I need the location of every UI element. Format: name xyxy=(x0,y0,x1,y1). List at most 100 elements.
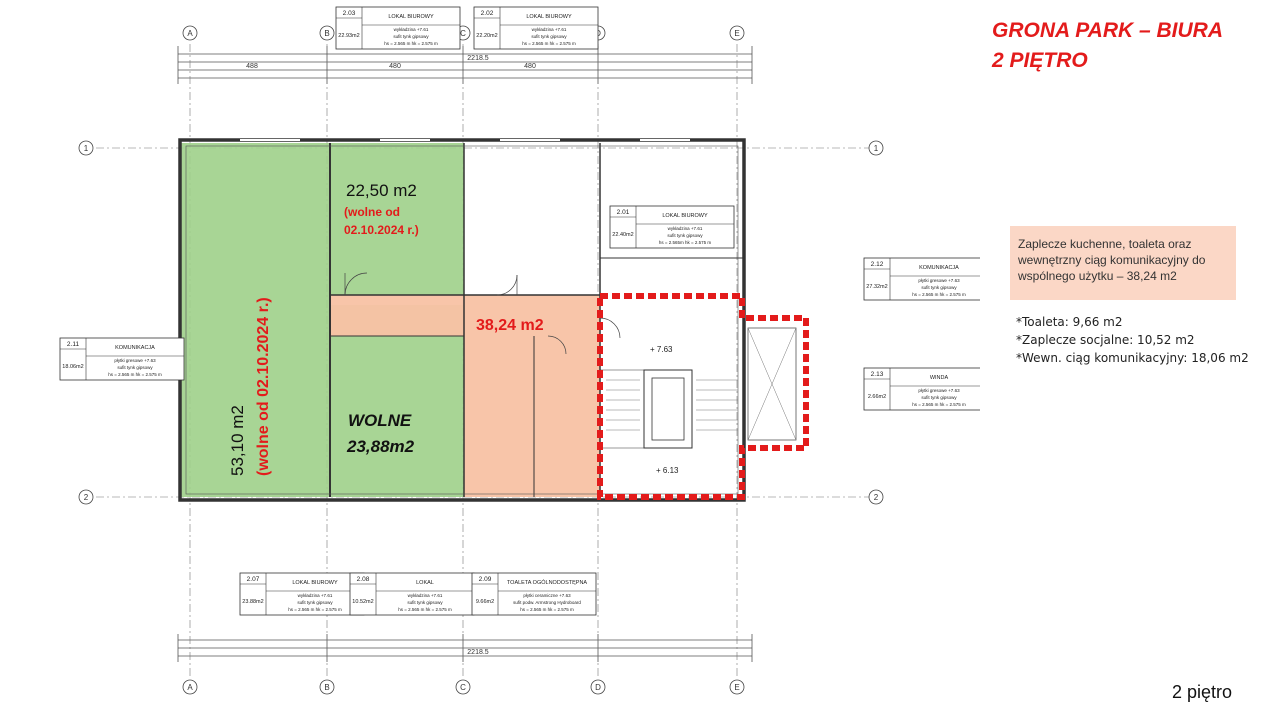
legend-box: Zaplecze kuchenne, toaleta oraz wewnętrz… xyxy=(1010,226,1236,300)
walls xyxy=(178,138,746,502)
room-table-num: 2.02 xyxy=(481,10,494,17)
bottom-dimensions xyxy=(177,634,753,662)
room-table-line1: wykładzina +7.61 xyxy=(298,593,333,598)
room-table-line3: hs = 2.565 m hk = 2.575 m xyxy=(398,607,452,612)
room-table-name: TOALETA OGÓLNODOSTĘPNA xyxy=(507,579,588,586)
room-table-line3: hs = 2.565 m hk = 2.575 m xyxy=(288,607,342,612)
room-table-area: 9.66m2 xyxy=(476,599,494,605)
room-table-num: 2.12 xyxy=(871,261,884,268)
room-table-line2: sufit tynk gipsowy xyxy=(407,600,443,605)
free-office-area: 23,88m2 xyxy=(346,437,415,456)
grid-label-e-bottom: E xyxy=(734,683,739,692)
room-table-line1: płytki gresowe +7.63 xyxy=(918,278,960,283)
room-table-line1: płytki ceramiczne +7.63 xyxy=(523,593,571,598)
room-table-line1: wykładzina +7.61 xyxy=(394,27,429,32)
grid-label-c-top: C xyxy=(460,29,466,38)
top-office-status-line2: 02.10.2024 r.) xyxy=(344,223,419,237)
grid-label-2-left: 2 xyxy=(84,493,89,502)
room-table-area: 22.20m2 xyxy=(476,33,497,39)
large-office-status: (wolne od 02.10.2024 r.) xyxy=(255,297,272,476)
room-table-name: KOMUNIKACJA xyxy=(115,345,155,351)
free-office-label: WOLNE xyxy=(348,411,412,430)
grid-label-a-top: A xyxy=(187,29,193,38)
floor-plan: 2218.5 488 480 480 2218.5 A B C D E A B … xyxy=(59,6,980,695)
grid-label-1-right: 1 xyxy=(874,144,879,153)
room-table-line1: płytki gresowe +7.63 xyxy=(114,358,156,363)
large-office-area: 53,10 m2 xyxy=(228,405,247,476)
room-table-line2: sufit tynk gipsowy xyxy=(393,34,429,39)
dim-ab-top: 488 xyxy=(246,63,258,70)
area-large-office[interactable] xyxy=(180,143,330,497)
grid-label-1-left: 1 xyxy=(84,144,89,153)
grid-label-a-bottom: A xyxy=(187,683,193,692)
room-table-line1: wykładzina +7.61 xyxy=(532,27,567,32)
room-table-num: 2.08 xyxy=(357,576,370,583)
grid-label-b-top: B xyxy=(324,29,329,38)
room-table-line2: sufit tynk gipsowy xyxy=(297,600,333,605)
top-office-status-line1: (wolne od xyxy=(344,205,400,219)
room-table-line2: sufit tynk gipsowy xyxy=(531,34,567,39)
room-table-line3: hs = 2.565m hk = 2.575 m xyxy=(659,240,712,245)
room-table-num: 2.01 xyxy=(617,209,630,216)
dim-bc-top: 480 xyxy=(389,63,401,70)
dim-total-bottom: 2218.5 xyxy=(467,649,489,656)
room-table-line2: sufit tynk gipsowy xyxy=(921,285,957,290)
area-common[interactable] xyxy=(330,295,600,497)
common-area-label: 38,24 m2 xyxy=(476,317,544,334)
room-table-name: LOKAL xyxy=(416,580,434,586)
room-table-name: WINDA xyxy=(930,375,949,381)
room-table-num: 2.03 xyxy=(343,10,356,17)
room-table-num: 2.09 xyxy=(479,576,492,583)
grid-label-2-right: 2 xyxy=(874,493,879,502)
level-marker-lower: + 6.13 xyxy=(656,466,679,475)
area-free-office[interactable] xyxy=(330,305,464,497)
room-table-line1: płytki gresowe +7.63 xyxy=(918,388,960,393)
room-table-num: 2.13 xyxy=(871,371,884,378)
level-marker-upper: + 7.63 xyxy=(650,345,673,354)
grid-label-d-bottom: D xyxy=(595,683,601,692)
room-table-area: 27.32m2 xyxy=(866,284,887,290)
page-title: GRONA PARK – BIURA xyxy=(992,19,1224,42)
room-table-line3: hs = 2.565 m hk = 2.575 m xyxy=(522,41,576,46)
room-table-line3: hs = 2.565 m hk = 2.575 m xyxy=(520,607,574,612)
room-table-name: LOKAL BIUROWY xyxy=(526,14,572,20)
area-top-office[interactable] xyxy=(330,143,464,295)
room-table-line2: sufit podw. Armstrong Hydroboard xyxy=(513,600,581,605)
room-table-area: 22.40m2 xyxy=(612,232,633,238)
room-table-line3: hs = 2.565 m hk = 2.575 m xyxy=(108,372,162,377)
note-toilet: *Toaleta: 9,66 m2 xyxy=(1016,315,1123,329)
room-table-name: LOKAL BIUROWY xyxy=(292,580,338,586)
doors xyxy=(344,272,621,355)
staircase xyxy=(606,327,797,441)
note-corridor: *Wewn. ciąg komunikacyjny: 18,06 m2 xyxy=(1016,351,1249,365)
room-table-line2: sufit tynk gipsowy xyxy=(667,233,703,238)
top-office-area: 22,50 m2 xyxy=(346,181,417,200)
room-table-2-03: 2.03 22.93m2 LOKAL BIUROWY wykładzina +7.61… xyxy=(335,6,461,50)
dim-cd-top: 480 xyxy=(524,63,536,70)
grid-label-b-bottom: B xyxy=(324,683,329,692)
room-table-num: 2.11 xyxy=(67,341,80,348)
room-table-area: 18.06m2 xyxy=(62,364,83,370)
dim-total-top: 2218.5 xyxy=(467,55,489,62)
room-table-line1: wykładzina +7.61 xyxy=(408,593,443,598)
floor-label: 2 piętro xyxy=(1172,682,1233,702)
room-table-area: 22.93m2 xyxy=(338,33,359,39)
room-table-line1: wykładzina +7.61 xyxy=(668,226,703,231)
room-table-num: 2.07 xyxy=(247,576,260,583)
grid-label-c-bottom: C xyxy=(460,683,466,692)
room-table-2-02: 2.02 22.20m2 LOKAL BIUROWY wykładzina +7.61… xyxy=(473,6,599,50)
top-dimensions xyxy=(177,46,753,84)
note-kitchen: *Zaplecze socjalne: 10,52 m2 xyxy=(1016,333,1195,347)
room-table-2-11: 2.11 18.06m2 KOMUNIKACJA płytki gresowe +7.… xyxy=(59,337,185,381)
windows xyxy=(185,139,739,495)
room-table-line3: hs = 2.565 m hk = 2.575 m xyxy=(384,41,438,46)
room-table-2-09: 2.09 9.66m2 TOALETA OGÓLNODOSTĘPNA płytki c… xyxy=(471,572,597,616)
room-table-line3: hs = 2.565 m hk = 2.575 m xyxy=(912,292,966,297)
room-table-name: LOKAL BIUROWY xyxy=(388,14,434,20)
